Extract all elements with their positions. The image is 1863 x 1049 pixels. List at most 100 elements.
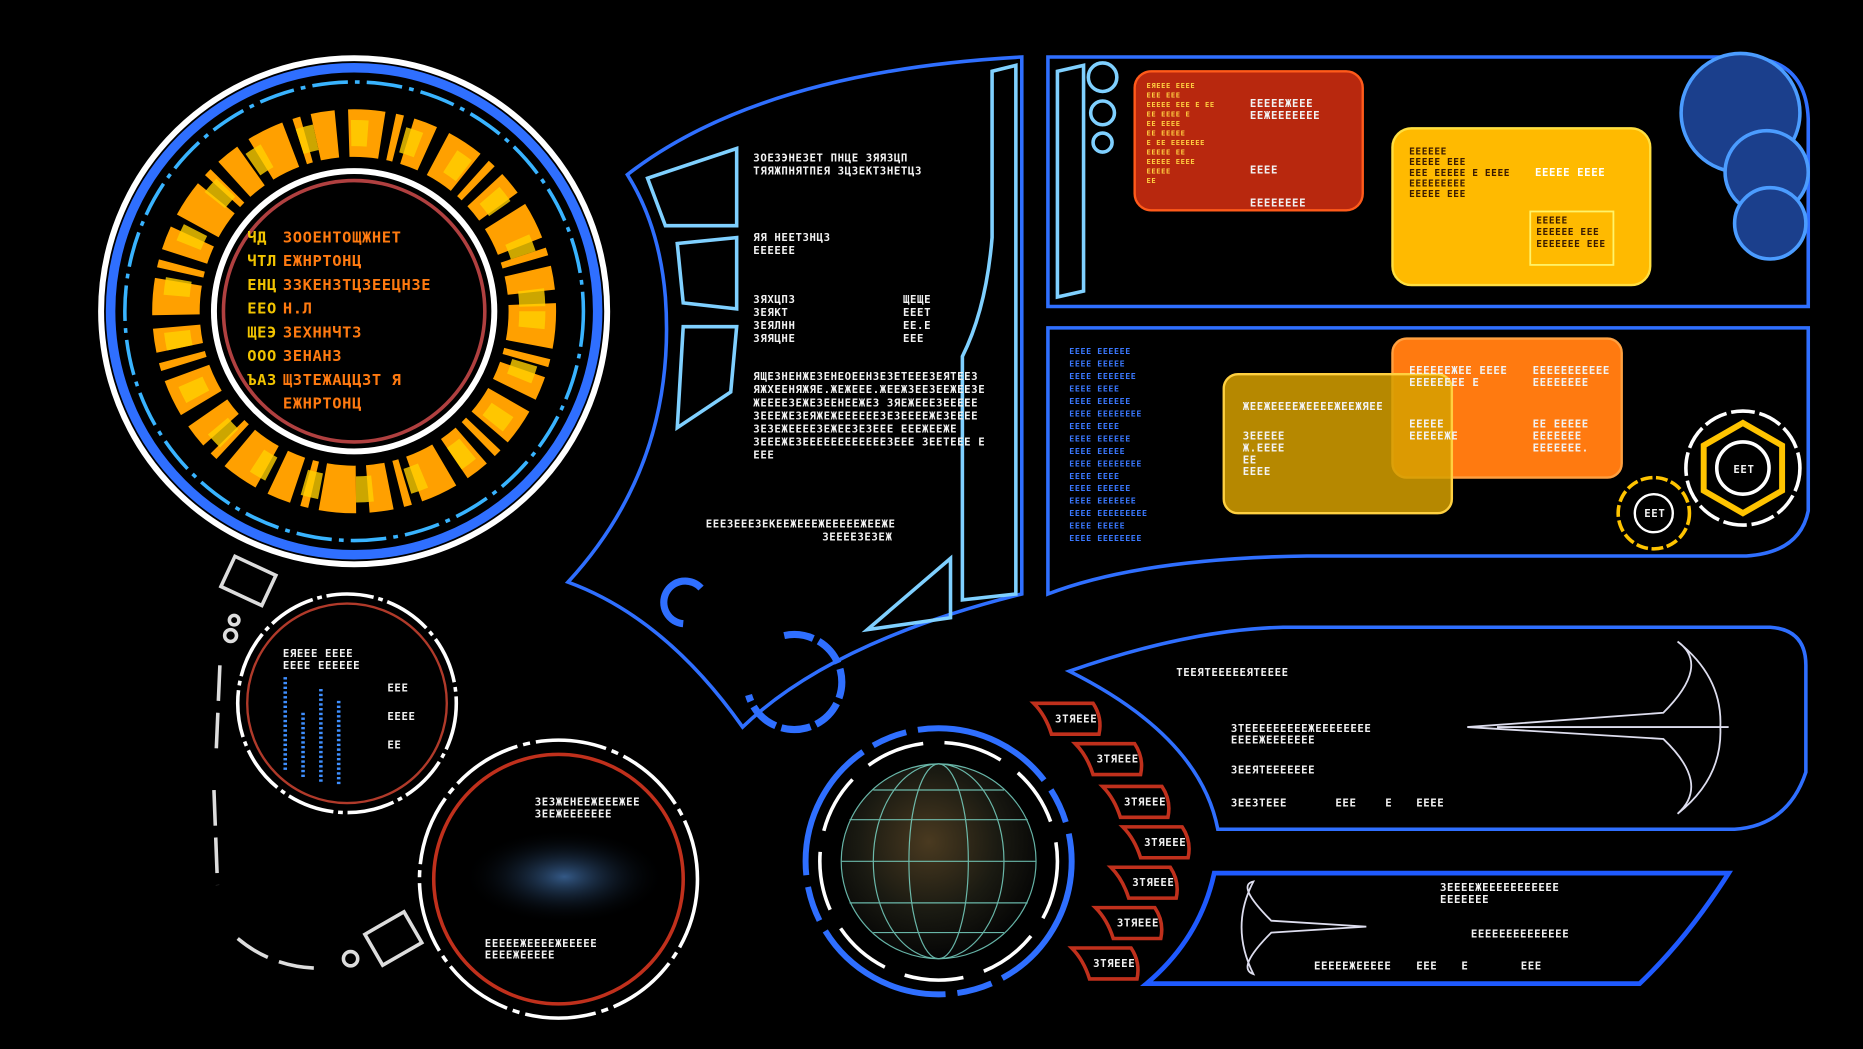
red-box-label: ЕЕЕЕЕЖЕЕЕ xyxy=(1250,97,1313,110)
dial-line: ЗООЕНТОЩЖНЕТ xyxy=(283,228,402,246)
dial-blue-ring xyxy=(105,62,603,560)
blue-data-line: ЕЕЕЕ ЕЕЕЕЕЕ xyxy=(1069,346,1130,356)
tab-label: ЗТЯЕЕЕ xyxy=(1144,836,1186,849)
blue-data-line: ЕЕЕЕ ЕЕЕЕ xyxy=(1069,421,1119,431)
yellow-box-line: ЕЕЕ ЕЕЕЕЕ Е ЕЕЕЕ xyxy=(1409,168,1510,179)
tab-2[interactable] xyxy=(1070,741,1144,777)
tab-label: ЗТЯЕЕЕ xyxy=(1132,876,1174,889)
red-box-line: ЕЕЕЕЕ ЕЕЕЕ xyxy=(1147,157,1196,166)
yellow-box-line: ЕЕ xyxy=(1243,453,1257,466)
center-row-key: ЗЯХЦПЗ xyxy=(753,293,795,306)
yellow-box-line: ЕЕЕЕЕЕ xyxy=(1409,146,1447,157)
globe-grid xyxy=(840,763,1037,960)
red-box-line: ЕЕЕЕЕ ЕЕЕ Е ЕЕ xyxy=(1147,100,1215,109)
yellow-box-label: ЕЕЕЕЕ ЕЕЕЕ xyxy=(1535,166,1605,179)
ship-title: ТЕЕЯТЕЕЕЕЕЯТЕЕЕЕ xyxy=(1176,666,1288,679)
orange-box-right: ЕЕЕЕЕЕЕ xyxy=(1533,430,1582,443)
nebula-header: ЗЕЕЖЕЕЕЕЕЕЕ xyxy=(535,807,612,820)
yellow-inset-line: ЕЕЕЕЕЕ ЕЕЕ xyxy=(1536,227,1599,238)
center-header: ТЯЯЖПНЯТПЕЯ ЗЦЗЕКТЗНЕТЦЗ xyxy=(753,165,922,178)
globe-dial xyxy=(802,725,1075,998)
tab-4[interactable] xyxy=(1118,825,1191,860)
red-box-label: ЕЕЖЕЕЕЕЕЕЕ xyxy=(1250,109,1320,122)
main-dial: ЧДЧТЛЕНЦЕЕОЩЕЭОООЪАЗЗООЕНТОЩЖНЕТЕЖНРТОНЦ… xyxy=(98,55,611,568)
yellow-box-line: ЕЕЕЕ xyxy=(1243,465,1271,478)
yellow-box-title: ЖЕЕЖЕЕЕЕЖЕЕЕЕЖЕЕЖЯЕЕ xyxy=(1243,400,1384,413)
mid-right-panel: ЕЕЕЕ ЕЕЕЕЕЕЕЕЕЕ ЕЕЕЕЕЕЕЕЕ ЕЕЕЕЕЕЕЕЕЕЕ ЕЕ… xyxy=(1046,326,1811,597)
yellow-inset-line: ЕЕЕЕЕЕЕ ЕЕЕ xyxy=(1536,239,1605,250)
bar-dial-header: ЕЯЕЕЕ ЕЕЕЕ xyxy=(283,647,353,660)
bar-dial-header: ЕЕЕЕ ЕЕЕЕЕЕ xyxy=(283,659,360,672)
nebula-header: ЗЕЗЖЕНЕЕЖЕЕЕЖЕЕ xyxy=(535,795,640,808)
tab-5[interactable] xyxy=(1106,865,1179,900)
center-row-key: ЗЕЯЛНН xyxy=(753,319,795,332)
yellow-box-line: ЗЕЕЕЕЕ xyxy=(1243,430,1285,443)
ship-icon xyxy=(1467,640,1729,815)
tab-1[interactable] xyxy=(1029,701,1102,736)
dial-code: ООО xyxy=(247,347,277,365)
orange-box-right: ЕЕЕЕЕЕЕЕ xyxy=(1533,376,1589,389)
center-row-key: ЗЯЯЦНЕ xyxy=(753,332,795,345)
bottom-stat: Е xyxy=(1461,959,1468,972)
tab-label: ЗТЯЕЕЕ xyxy=(1124,795,1166,808)
center-row-value: ЕЕ.Е xyxy=(903,319,931,332)
yellow-box-line: ЕЕЕЕЕЕЕЕЕ xyxy=(1409,179,1466,190)
red-box-line: ЕЕЕЕЕ ЕЕ xyxy=(1147,147,1186,156)
ship-line: ЕЕЕЕЖЕЕЕЕЕЕЕ xyxy=(1231,734,1315,747)
center-paragraph: ЖЕЕЕЕЗЕЖЕЗЕЕНЕЕЖЕЗ ЗЯЕЖЕЕЕЗЕЕЕЕЕ xyxy=(753,396,978,409)
red-box-line: ЕЯЕЕЕ ЕЕЕЕ xyxy=(1147,81,1196,90)
center-sub: ЯЯ НЕЕТЗНЦЗ xyxy=(753,231,830,244)
red-box-label: ЕЕЕЕ xyxy=(1250,163,1278,176)
large-hex-gauge[interactable] xyxy=(1684,409,1802,527)
center-row-value: ЕЕЕ xyxy=(903,332,924,345)
dial-code: ЕНЦ xyxy=(247,276,277,294)
tab-7[interactable] xyxy=(1067,946,1140,981)
bar-dial-bars xyxy=(283,677,341,785)
orange-box-right: ЕЕЕЕЕЕЕЕЕЕЕ xyxy=(1533,364,1610,377)
bottom-stat: ЕЕЕ xyxy=(1416,959,1437,972)
nebula-footer: ЕЕЕЕЕЖЕЕЕЕЖЕЕЕЕЕ xyxy=(485,937,597,950)
dial-line: ЩЗТЕЖАЦЦЗТ Я xyxy=(283,371,402,389)
tab-label: ЗТЯЕЕЕ xyxy=(1097,753,1139,766)
tab-3[interactable] xyxy=(1098,784,1171,820)
ship-stat: ЕЕЕЕ xyxy=(1416,797,1444,810)
red-box-line: ЕЕ ЕЕЕЕ xyxy=(1147,119,1181,128)
dial-line: ЗЕНАНЗ xyxy=(283,347,342,365)
blue-data-line: ЕЕЕЕ ЕЕЕЕЕЕЕ xyxy=(1069,496,1136,506)
dial-code: ЧТЛ xyxy=(247,252,277,270)
small-hex-gauge[interactable] xyxy=(1616,475,1692,551)
yellow-translucent-box xyxy=(1222,373,1454,515)
right-circles xyxy=(1679,51,1811,261)
blue-data-line: ЕЕЕЕ ЕЕЕЕЕЕЕЕ xyxy=(1069,533,1142,543)
blue-data-line: ЕЕЕЕ ЕЕЕЕЕ xyxy=(1069,521,1125,531)
tab-label: ЗТЯЕЕЕ xyxy=(1055,712,1097,725)
orange-box-right: ЕЕ ЕЕЕЕЕ xyxy=(1533,418,1589,431)
yellow-info-box xyxy=(1391,127,1652,287)
blue-data-line: ЕЕЕЕ ЕЕЕЕЕЕЕЕ xyxy=(1069,408,1142,418)
center-paragraph: ЕЕЕ xyxy=(753,449,774,462)
blue-data-line: ЕЕЕЕ ЕЕЕЕЕ xyxy=(1069,446,1125,456)
connector xyxy=(212,553,425,970)
red-box-line: ЕЕ ЕЕЕЕ Е xyxy=(1147,109,1191,118)
yellow-box-line: ЕЕЕЕЕ ЕЕЕ xyxy=(1409,189,1466,200)
blue-data-line: ЕЕЕЕ ЕЕЕЕЕЕЕ xyxy=(1069,371,1136,381)
center-paragraph: ЗЕЗЕЖЕЕЕЕЗЕЖЕЕЗЕЗЕЕЕ ЕЕЕЖЕЕЖЕ xyxy=(753,422,957,435)
center-paragraph: ЯЩЕЗНЕНЖЕЗЕНЕОЕЕНЗЕЗЕТЕЕЕЗЕЯТЕЕЗ xyxy=(753,370,978,383)
blue-data-line: ЕЕЕЕ ЕЕЕЕ xyxy=(1069,383,1119,393)
dial-code: ЧД xyxy=(247,228,267,246)
red-info-box xyxy=(1133,70,1364,212)
orange-box-line: ЕЕЕЕЕ xyxy=(1409,418,1444,431)
dial-dash-ring xyxy=(123,80,586,543)
red-box-line: ЕЕ xyxy=(1147,176,1157,185)
dial-line: Н.Л xyxy=(283,300,313,318)
center-sub: ЕЕЕЕЕЕ xyxy=(753,244,795,257)
top-right-panel: ЕЯЕЕЕ ЕЕЕЕЕЕЕ ЕЕЕЕЕЕЕЕ ЕЕЕ Е ЕЕЕЕ ЕЕЕЕ Е… xyxy=(1046,51,1811,309)
tab-6[interactable] xyxy=(1091,905,1164,941)
center-row-key: ЗЕЯКТ xyxy=(753,306,788,319)
red-box-line: Е ЕЕ ЕЕЕЕЕЕЕ xyxy=(1147,138,1206,147)
dial-line: ЗЕХННЧТЗ xyxy=(283,323,362,341)
dial-line: ЕЖНРТОНЦ xyxy=(283,252,362,270)
blue-data-line: ЕЕЕЕ ЕЕЕЕЕ xyxy=(1069,358,1125,368)
